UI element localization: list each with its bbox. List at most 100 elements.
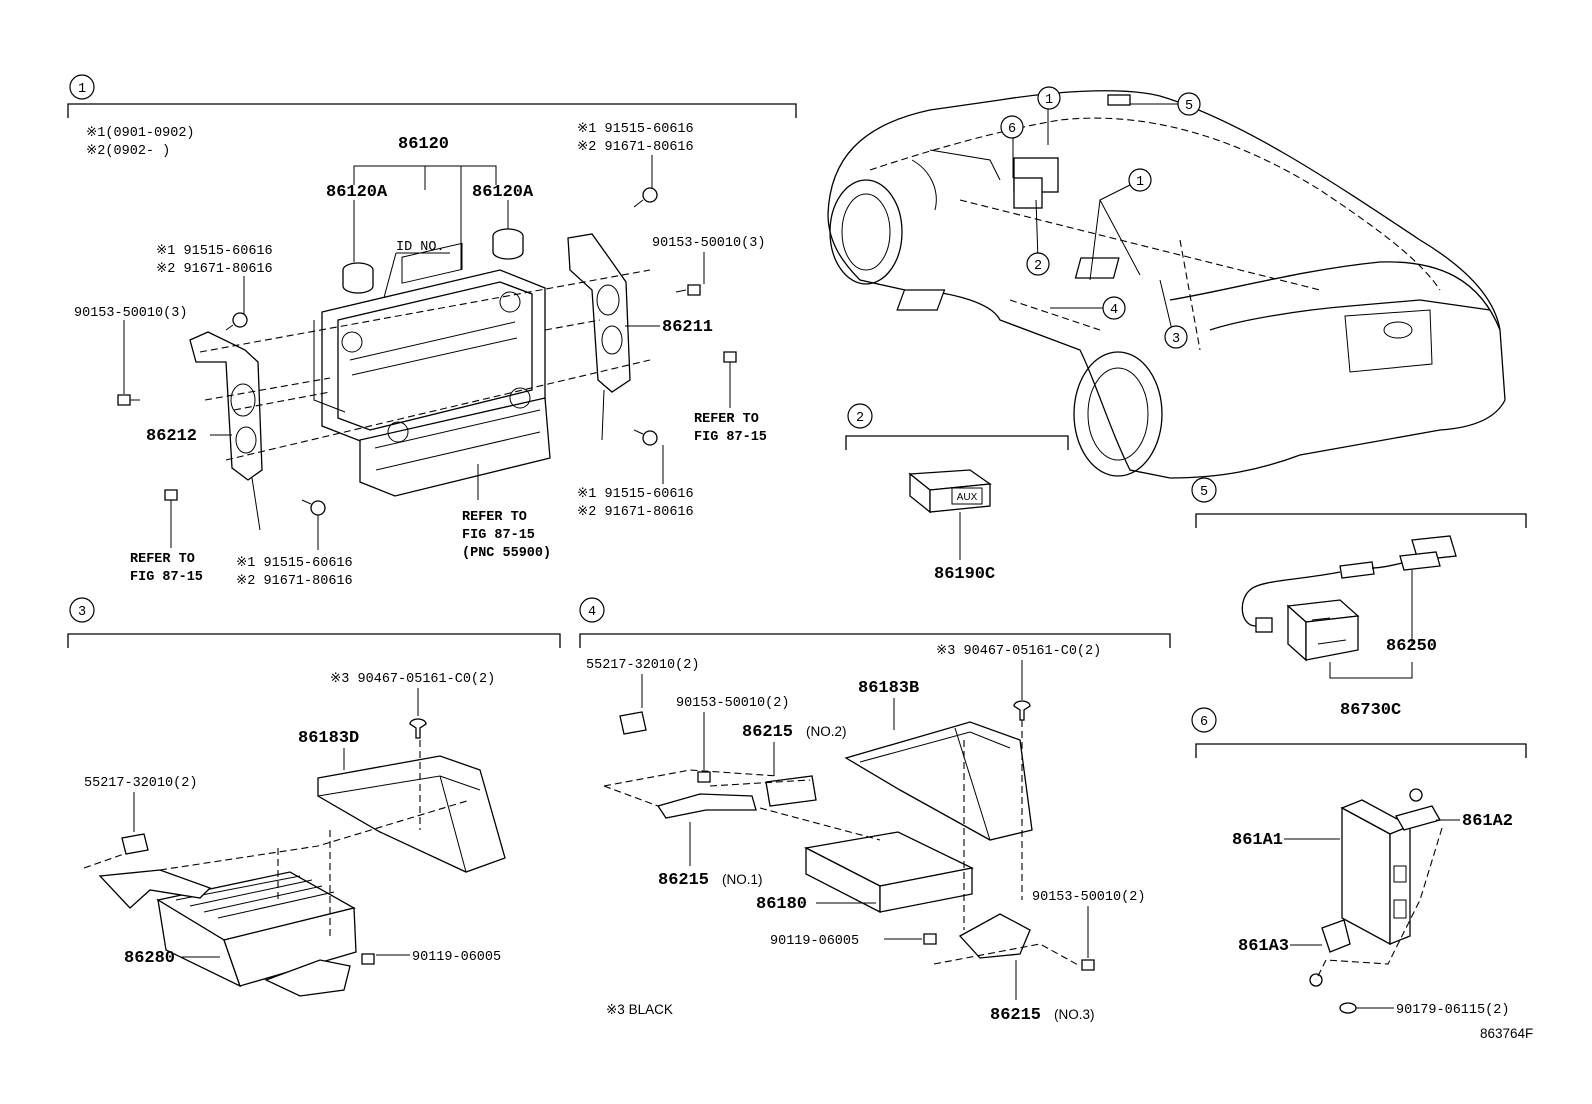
sec4-screw-label: ※3 90467-05161-C0(2) — [936, 644, 1101, 659]
section-3-bracket — [67, 633, 561, 648]
screw-icon — [301, 499, 326, 516]
bolt-left-label: 90153-50010(3) — [74, 306, 187, 321]
section-badge-2 — [847, 403, 873, 429]
sec4-bolt-top-label: 90153-50010(2) — [676, 696, 789, 711]
bracket-861A2 — [1395, 788, 1441, 831]
bolt-icon — [1081, 959, 1095, 971]
part-86180-label: 86180 — [756, 895, 807, 914]
bracket-86215-no3 — [958, 913, 1031, 959]
section-6-bracket — [1195, 743, 1527, 758]
section-2-bracket — [845, 435, 1069, 450]
bracket-86211 — [567, 233, 631, 441]
section-badge-3-label: 3 — [78, 605, 86, 620]
id-no-label: ID NO. — [396, 240, 445, 255]
refer-center-2: FIG 87-15 — [462, 528, 535, 543]
part-86730C-label: 86730C — [1340, 701, 1401, 720]
bracket-86215-no1 — [656, 793, 757, 819]
car-callout-1b: 1 — [1136, 175, 1144, 190]
no3-label: (NO.3) — [1054, 1007, 1095, 1022]
refer-center-3: (PNC 55900) — [462, 546, 551, 561]
part-86215-no2-label: 86215 — [742, 723, 793, 742]
section-1: 1 ※1(0901-0902) ※2(0902- ) 86120 86120A … — [67, 74, 797, 589]
section-badge-1 — [69, 74, 95, 100]
bolt-right-label: 90153-50010(3) — [652, 236, 765, 251]
clip-90179-label: 90179-06115(2) — [1396, 1003, 1509, 1018]
car-callout-3: 3 — [1172, 332, 1180, 347]
bolt-icon — [117, 394, 140, 406]
part-86120A-right-label: 86120A — [472, 183, 534, 202]
screw-bl-1: ※1 91515-60616 — [236, 556, 353, 571]
refer-left-1: REFER TO — [130, 552, 195, 567]
bolt-icon — [923, 933, 937, 945]
clip-icon — [409, 718, 427, 739]
part-861A2-label: 861A2 — [1462, 812, 1513, 831]
sec4-bolt-bottom-label: 90119-06005 — [770, 934, 859, 949]
usb-cable-86250 — [1241, 535, 1457, 627]
section-badge-6-label: 6 — [1200, 715, 1208, 730]
section-3-assembly — [83, 740, 471, 940]
screw-icon — [225, 312, 248, 331]
bolt-icon — [697, 771, 711, 783]
section-badge-5 — [1191, 477, 1217, 503]
bolt-icon — [723, 351, 737, 363]
adapter-86730C — [1255, 599, 1360, 662]
clip-icon — [121, 833, 149, 855]
screw-l-2: ※2 91671-80616 — [156, 262, 273, 277]
section-badge-2-label: 2 — [856, 411, 864, 426]
screw-br-2: ※2 91671-80616 — [577, 505, 694, 520]
bolt-icon — [361, 953, 375, 965]
part-86215-no1-label: 86215 — [658, 871, 709, 890]
section-5-bracket — [1195, 513, 1527, 528]
car-module-4 — [896, 289, 946, 311]
part-86211-label: 86211 — [662, 318, 713, 337]
module-86180 — [803, 831, 975, 914]
part-86280-label: 86280 — [124, 949, 175, 968]
section-1-bracket — [67, 103, 797, 118]
car-callout-1a: 1 — [1045, 93, 1053, 108]
car-callout-2: 2 — [1034, 259, 1042, 274]
section-badge-4-label: 4 — [588, 605, 596, 620]
cover-86183B — [844, 721, 1033, 841]
sec3-bolt-label: 90119-06005 — [412, 950, 501, 965]
section-badge-4 — [579, 597, 605, 623]
screw-l-1: ※1 91515-60616 — [156, 244, 273, 259]
amplifier-86280 — [98, 869, 357, 997]
refer-right-1: REFER TO — [694, 412, 759, 427]
note-1: ※1(0901-0902) — [86, 126, 195, 141]
section-badge-3 — [69, 597, 95, 623]
bracket-861A3 — [1309, 919, 1357, 1014]
screw-icon — [633, 429, 658, 446]
car-overview: 1 1 2 3 4 5 6 — [827, 86, 1506, 479]
part-86212-label: 86212 — [146, 427, 197, 446]
part-86250-label: 86250 — [1386, 637, 1437, 656]
section-badge-5-label: 5 — [1200, 485, 1208, 500]
clip-icon — [1013, 700, 1031, 721]
head-unit-86120 — [313, 242, 551, 497]
section-4-assembly — [603, 720, 1081, 967]
section-4-bracket — [579, 633, 1171, 648]
car-callout-4: 4 — [1110, 303, 1118, 318]
refer-right-2: FIG 87-15 — [694, 430, 767, 445]
screw-tr-2: ※2 91671-80616 — [577, 140, 694, 155]
no2-label: (NO.2) — [806, 724, 847, 739]
part-861A3-label: 861A3 — [1238, 937, 1289, 956]
bracket-86212 — [189, 331, 263, 531]
module-861A1 — [1340, 799, 1412, 946]
knob-left — [342, 262, 374, 294]
figure-id: 863764F — [1480, 1026, 1533, 1041]
part-86120A-leaders — [353, 200, 509, 262]
section-2: 2 AUX 86190C — [845, 403, 1069, 584]
car-module-6 — [1013, 177, 1043, 209]
sec4-bolt-right-label: 90153-50010(2) — [1032, 890, 1145, 905]
car-module-5 — [1107, 94, 1131, 106]
bolt-icon — [675, 284, 701, 296]
knob-right — [492, 228, 524, 260]
part-86215-no3-label: 86215 — [990, 1006, 1041, 1025]
note-2: ※2(0902- ) — [86, 144, 170, 159]
part-86183D-label: 86183D — [298, 729, 359, 748]
part-861A1-label: 861A1 — [1232, 831, 1283, 850]
part-86120-label: 86120 — [398, 135, 449, 154]
aux-label: AUX — [957, 492, 978, 503]
car-callout-5: 5 — [1185, 99, 1193, 114]
